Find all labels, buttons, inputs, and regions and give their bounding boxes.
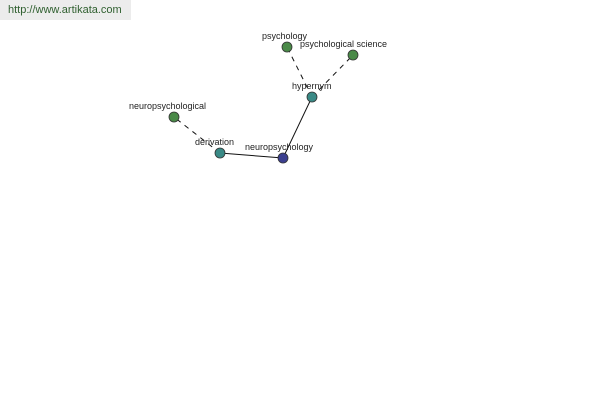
node-label-derivation: derivation — [195, 137, 234, 147]
nodes-layer — [168, 41, 359, 164]
node-label-hypernym: hypernym — [292, 81, 332, 91]
node-hypernym[interactable] — [306, 91, 318, 103]
node-psychological-science[interactable] — [347, 49, 359, 61]
labels-layer: neuropsychology derivation hypernym neurops… — [129, 31, 387, 152]
node-psychology[interactable] — [281, 41, 293, 53]
node-label-psychological-science: psychological science — [300, 39, 387, 49]
node-neuropsychological[interactable] — [168, 111, 180, 123]
node-label-neuropsychological: neuropsychological — [129, 101, 206, 111]
node-derivation[interactable] — [214, 147, 226, 159]
edge-neuropsychology-derivation — [219, 152, 284, 159]
edge-derivation-neuropsychological — [173, 116, 221, 154]
node-neuropsychology[interactable] — [277, 152, 289, 164]
edges-layer — [173, 46, 354, 159]
node-label-psychology: psychology — [262, 31, 308, 41]
edge-neuropsychology-hypernym — [282, 96, 313, 159]
node-label-neuropsychology: neuropsychology — [245, 142, 314, 152]
watermark-link[interactable]: http://www.artikata.com — [0, 0, 131, 20]
